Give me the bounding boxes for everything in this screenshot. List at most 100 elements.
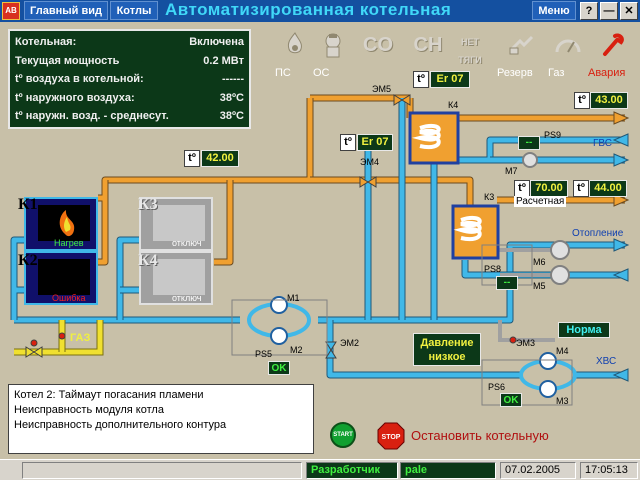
pressure-line2: низкое <box>428 351 466 363</box>
help-button[interactable]: ? <box>580 2 598 20</box>
avariya-icon[interactable]: Авария <box>588 30 636 79</box>
heating-label: Отопление <box>572 228 624 239</box>
start-button[interactable]: START <box>330 422 356 448</box>
em4-label: ЭМ4 <box>360 157 379 167</box>
os-icon[interactable]: ОС <box>313 30 353 79</box>
status-user: pale <box>400 462 496 479</box>
message-line: Котел 2: Таймаут погасания пламени <box>14 389 204 401</box>
t-symbol-supply: tº <box>184 150 200 167</box>
rezerv-label: Резерв <box>497 67 533 79</box>
m4-label: М4 <box>556 346 569 356</box>
pressure-status: Давление низкое <box>413 333 481 366</box>
boiler-k2-label[interactable]: К2 <box>18 252 38 269</box>
message-line: Неисправность модуля котла <box>14 404 164 416</box>
ch-text: CH <box>413 34 443 56</box>
stop-button[interactable]: STOP <box>377 422 405 450</box>
gaz-icon[interactable]: Газ <box>548 30 588 79</box>
os-label: ОС <box>313 67 330 79</box>
info-label: tº наружного воздуха: <box>15 91 135 104</box>
info-value: 0.2 МВт <box>203 54 244 67</box>
info-row: Котельная: Включена <box>15 33 244 52</box>
norma-status: Норма <box>558 322 610 338</box>
em2-label: ЭМ2 <box>340 338 359 348</box>
m7-label: М7 <box>505 166 518 176</box>
t-calc-value: 70.00 <box>530 180 568 197</box>
ps5-label: PS5 <box>255 349 273 359</box>
minimize-button[interactable]: — <box>600 2 618 20</box>
info-row: tº наружного воздуха:38ºC <box>15 89 244 108</box>
k3-label: К3 <box>484 192 495 202</box>
ch-icon[interactable]: CH <box>408 34 448 57</box>
co-icon[interactable]: CO <box>358 34 398 57</box>
message-log[interactable]: Котел 2: Таймаут погасания пламени Неисп… <box>8 384 314 454</box>
status-date: 07.02.2005 <box>500 462 576 479</box>
info-row: tº наружн. возд. - среднесут. 38ºC <box>15 107 244 126</box>
info-value: Включена <box>189 36 244 48</box>
title-bar: AB Главный вид Котлы Автоматизированная … <box>0 0 640 22</box>
em5-label: ЭМ5 <box>372 84 391 94</box>
t-symbol-gvs: tº <box>574 92 590 109</box>
status-empty-cell <box>22 462 302 479</box>
gvs-label: ГВС <box>593 138 612 149</box>
message-line: Неисправность дополнительного контура <box>14 419 227 431</box>
m2-label: М2 <box>290 345 303 355</box>
stop-icon: STOP <box>377 422 405 450</box>
hvs-label: ХВС <box>596 356 617 367</box>
t-symbol-heat: tº <box>573 180 589 197</box>
stop-boiler-link[interactable]: Остановить котельную <box>411 428 549 443</box>
menu-button[interactable]: Меню <box>532 1 576 20</box>
net-tyagi-text: НЕТ ТЯГИ <box>458 37 482 65</box>
net-tyagi-icon[interactable]: НЕТ ТЯГИ <box>452 32 488 68</box>
info-value: 38ºC <box>219 110 244 123</box>
info-label: Текущая мощность <box>15 54 120 67</box>
app-title: Автоматизированная котельная <box>165 0 452 19</box>
k4-label: К4 <box>448 100 459 110</box>
pressure-line1: Давление <box>420 337 474 349</box>
m1-label: М1 <box>287 293 300 303</box>
boiler-k1-label[interactable]: К1 <box>18 196 38 213</box>
ps6-value: OK <box>500 393 522 407</box>
info-panel: Котельная: Включена Текущая мощность 0.2 М… <box>8 29 251 129</box>
t-symbol-top: tº <box>413 71 429 88</box>
boiler-k3-status: отключ <box>172 238 202 248</box>
calc-label: Расчетная <box>514 196 567 207</box>
info-row: tº воздуха в котельной: ------ <box>15 70 244 89</box>
info-value: ------ <box>222 73 244 86</box>
info-label: Котельная: <box>15 36 77 48</box>
main-view-button[interactable]: Главный вид <box>24 1 108 20</box>
ps9-label: PS9 <box>544 130 562 140</box>
ps8-value: -- <box>496 276 518 290</box>
t-symbol-calc: tº <box>514 180 530 197</box>
boiler-k4-label[interactable]: К4 <box>138 252 158 269</box>
close-button[interactable]: ✕ <box>620 2 638 20</box>
status-role: Разработчик <box>306 462 398 479</box>
t-supply-value: 42.00 <box>201 150 239 167</box>
ps9-value: -- <box>518 136 540 150</box>
ps5-value: OK <box>268 361 290 375</box>
t-heat-value: 44.00 <box>589 180 627 197</box>
boiler-k3-label[interactable]: К3 <box>138 196 158 213</box>
ps-label: ПС <box>275 67 291 79</box>
ps6-label: PS6 <box>488 382 506 392</box>
stop-text: STOP <box>382 434 401 441</box>
info-row: Текущая мощность 0.2 МВт <box>15 52 244 71</box>
ps8-label: PS8 <box>484 264 502 274</box>
status-bar: Разработчик pale 07.02.2005 17:05:13 <box>0 459 640 480</box>
t-symbol-mid: tº <box>340 134 356 151</box>
boilers-button[interactable]: Котлы <box>110 1 158 20</box>
gaz-label: Газ <box>548 67 565 79</box>
info-label: tº наружн. возд. - среднесут. <box>15 110 169 123</box>
gas-label: ГАЗ <box>70 332 91 344</box>
info-label: tº воздуха в котельной: <box>15 73 144 86</box>
t-gvs-value: 43.00 <box>590 92 628 109</box>
er-mid-value: Er 07 <box>357 134 393 151</box>
app-logo: AB <box>2 2 20 20</box>
status-time: 17:05:13 <box>580 462 638 479</box>
avariya-label: Авария <box>588 67 626 79</box>
er-top-value: Er 07 <box>430 71 470 88</box>
m5-label: М5 <box>533 281 546 291</box>
ps-icon[interactable]: ПС <box>275 30 315 79</box>
rezerv-icon[interactable]: Резерв <box>497 30 545 79</box>
